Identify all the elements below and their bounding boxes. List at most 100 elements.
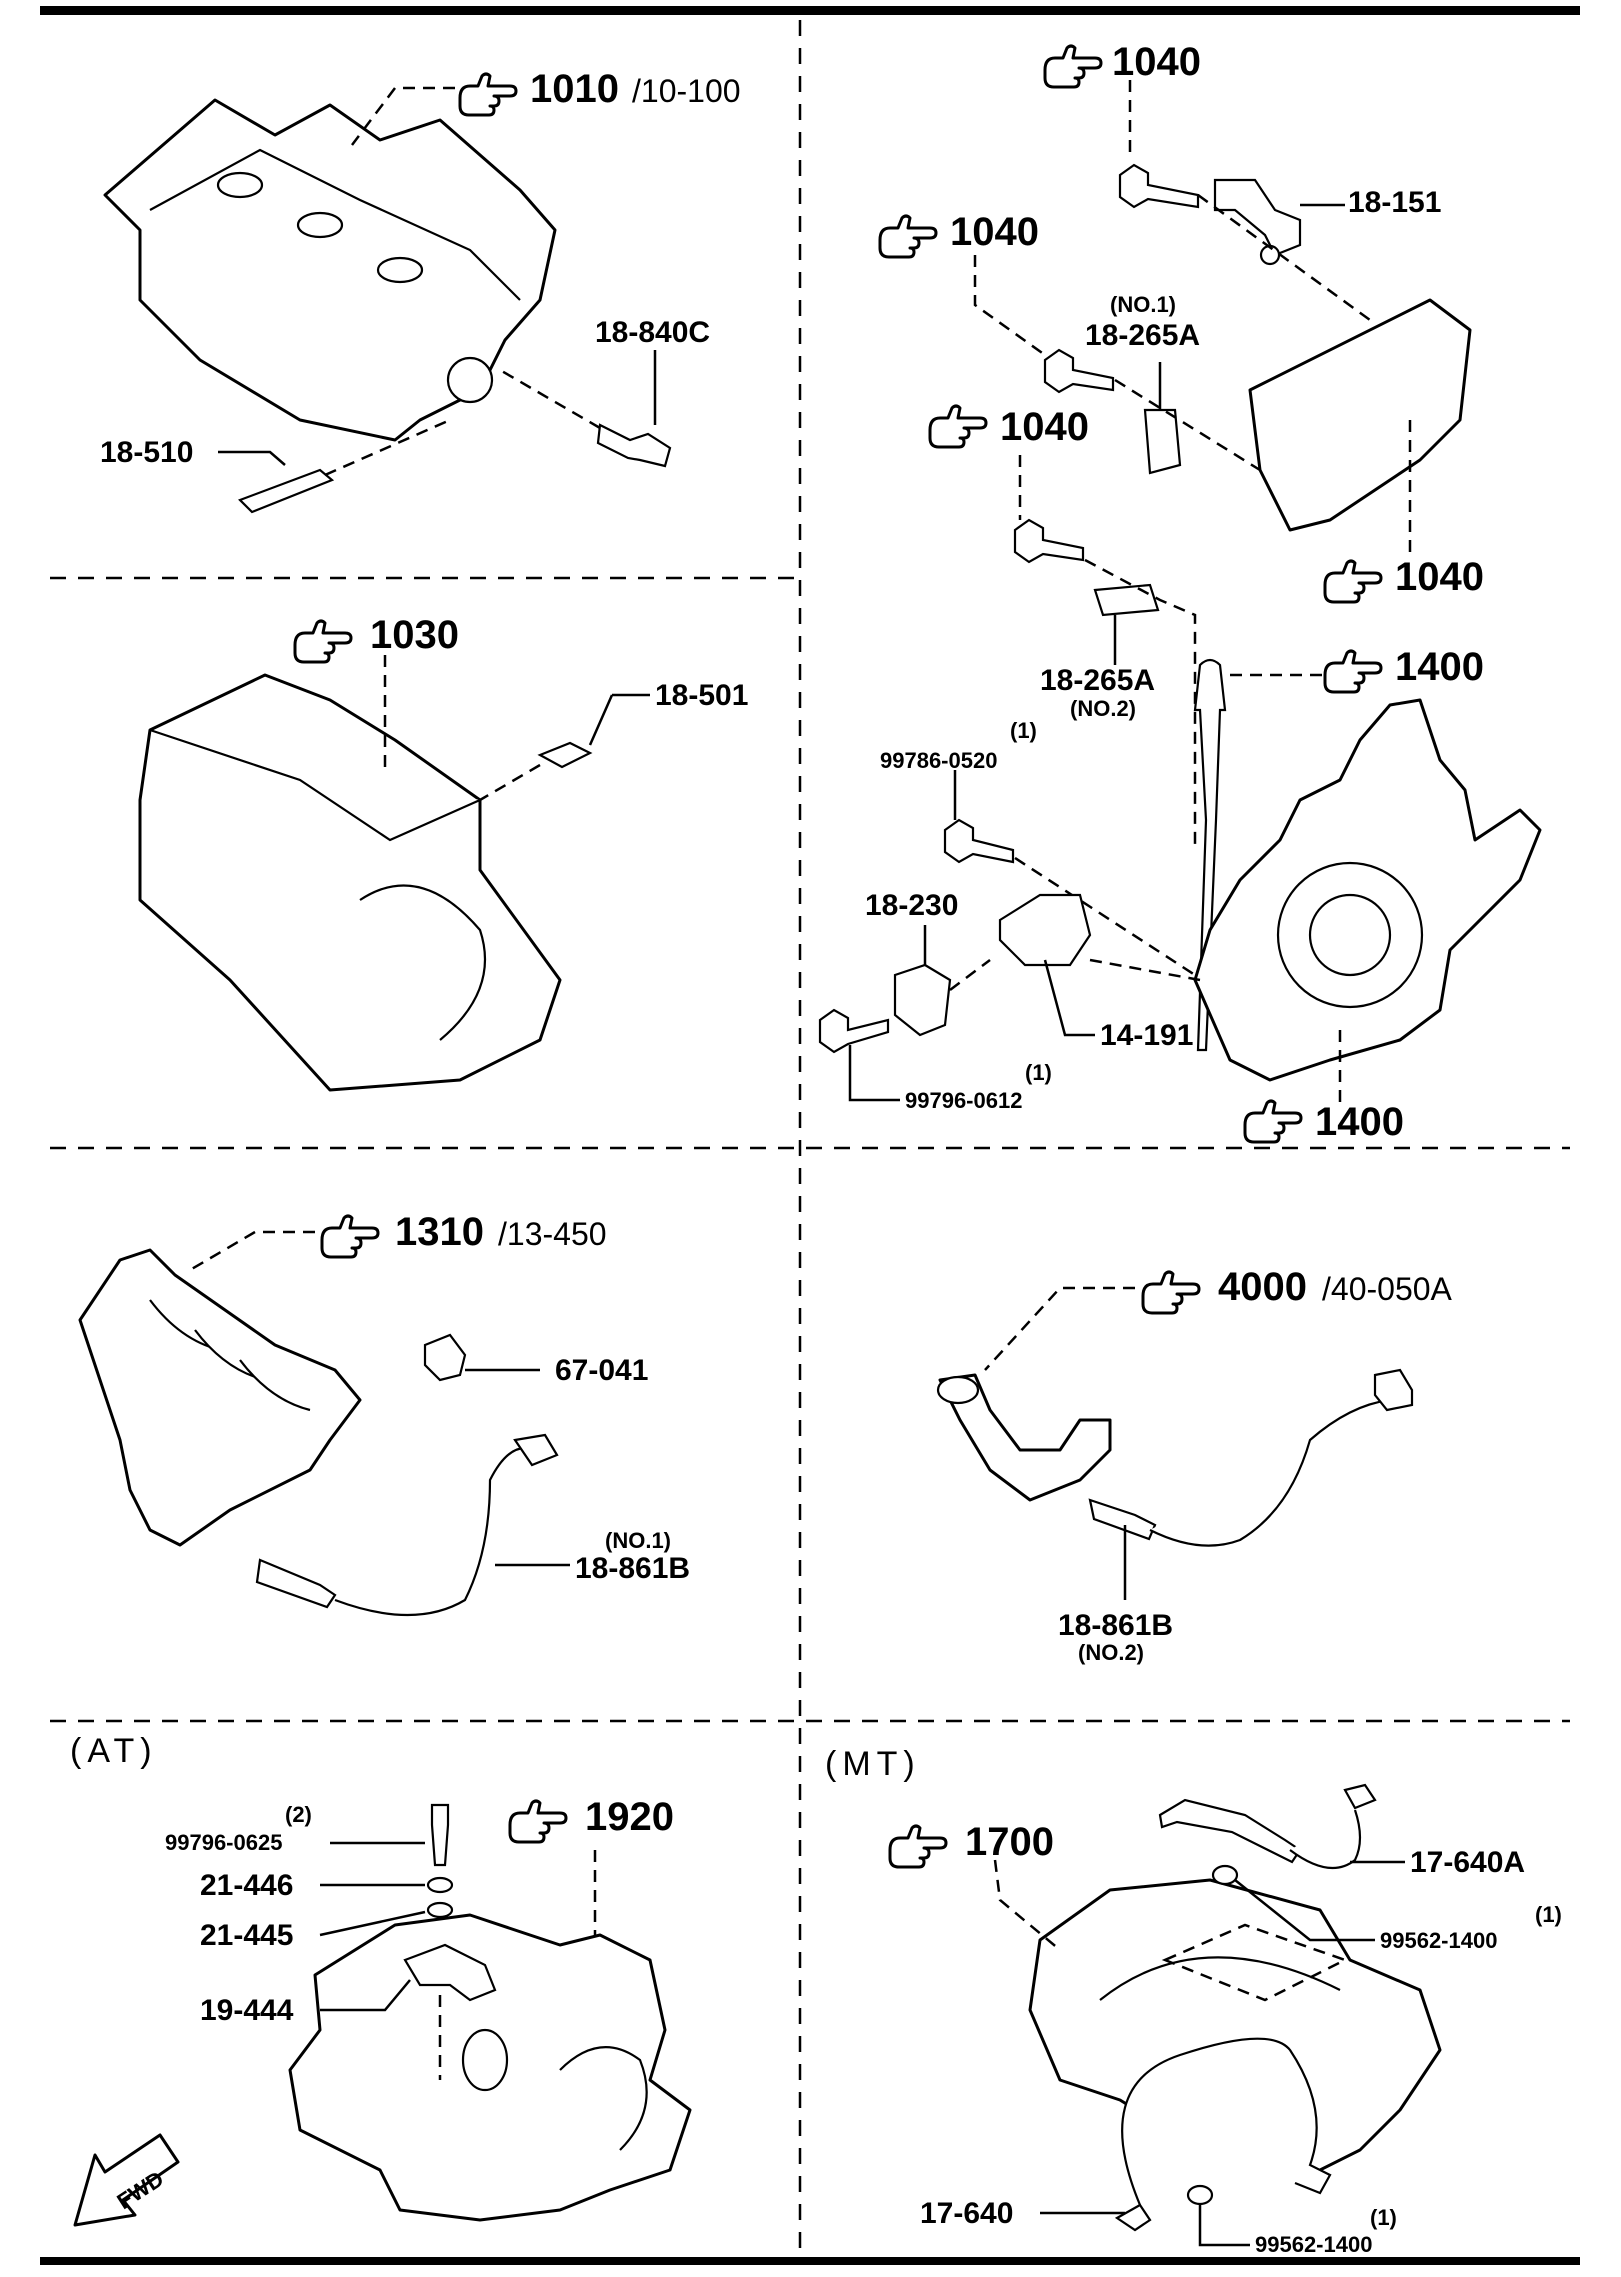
section-at: (AT): [70, 1732, 158, 1770]
washer-21-446: [426, 1876, 454, 1894]
ref-4000: 4000: [1218, 1265, 1307, 1309]
sensor-18-501: [537, 741, 593, 769]
leader-18-501-dash: [479, 763, 541, 802]
connector-17-640A: [1343, 1783, 1377, 1810]
leader-99562-1400-b: [1198, 2205, 1250, 2247]
sensor-18-510: [238, 468, 335, 514]
mt-panel: (MT) 1700 17-640A (1) 99562-1400 17-640 …: [825, 1745, 1562, 2257]
label-18-861B-no1-note: (NO.1): [605, 1528, 671, 1553]
leader-18-510-dash: [324, 418, 451, 477]
bracket-18-151: [1213, 178, 1302, 257]
sensor-19-444: [403, 1943, 497, 2002]
ref-1010: 1010: [530, 67, 619, 111]
leader-1700: [993, 1859, 1061, 1951]
leader-bracket-no1-dash: [1114, 378, 1261, 472]
o2-connector-no1: [513, 1433, 559, 1467]
ref-1040-a: 1040: [1112, 40, 1201, 84]
o2-sensor-18-861B-no1: [255, 1558, 337, 1609]
block-bore: [359, 884, 487, 1041]
label-21-445: 21-445: [200, 1919, 293, 1952]
cam-hole-3: [376, 256, 424, 284]
leader-99786-0520-dash: [1014, 856, 1196, 977]
leader-18-501: [588, 693, 650, 746]
label-18-510: 18-510: [100, 436, 193, 469]
ref-1030: 1030: [370, 613, 459, 657]
top-border: [40, 6, 1580, 15]
ref-hand-icon: [1323, 559, 1383, 604]
bracket-14-191: [998, 893, 1092, 967]
section-mt: (MT): [825, 1745, 921, 1783]
sensor-18-230: [893, 963, 952, 1037]
label-99562-1400-b-qty: (1): [1370, 2205, 1397, 2230]
bottom-border: [40, 2257, 1580, 2265]
label-99796-0612: 99796-0612: [905, 1088, 1022, 1113]
leader-14-191-dash: [1089, 958, 1201, 982]
label-18-265A-no1-note: (NO.1): [1110, 292, 1176, 317]
ref-1040-b: 1040: [950, 210, 1039, 254]
label-14-191: 14-191: [1100, 1019, 1193, 1052]
bracket-18-265A-no2: [1093, 583, 1160, 617]
leader-19-444: [320, 1979, 411, 2012]
o2-wire-no1: [334, 1446, 536, 1617]
label-99786-0520-qty: (1): [1010, 718, 1037, 743]
head-port: [446, 356, 494, 404]
upper-timing-cover: [1248, 298, 1472, 532]
cover-lip: [1249, 299, 1431, 391]
pump-inner-ring: [1308, 893, 1392, 977]
ref-1040-c: 1040: [1000, 405, 1089, 449]
clip-67-041: [423, 1333, 467, 1382]
switch-17-640A: [1158, 1798, 1302, 1864]
cylinder-block-panel: 1030 18-501: [138, 613, 748, 1092]
ref-1920: 1920: [585, 1795, 674, 1839]
o2-connector-no2: [1373, 1368, 1414, 1412]
o2-sensor-18-861B-no2: [1088, 1498, 1157, 1541]
label-19-444: 19-444: [200, 1994, 294, 2027]
bolt-1040-middle: [1043, 348, 1115, 394]
bolt-99796-0625: [430, 1803, 450, 1867]
ref-1010-sub: /10-100: [632, 73, 741, 109]
label-17-640: 17-640: [920, 2197, 1013, 2230]
label-67-041: 67-041: [555, 1354, 648, 1387]
block-deck: [149, 728, 481, 842]
washer-21-445: [426, 1901, 454, 1919]
bolt-1040-top: [1118, 163, 1200, 209]
fwd-arrow: FWD: [73, 2133, 180, 2227]
o2-wire-no2: [1149, 1398, 1391, 1547]
leader-99562-1400-a: [1234, 1879, 1375, 1942]
ref-hand-icon: [888, 1824, 948, 1869]
cam-hole-2: [296, 211, 344, 239]
ref-hand-icon: [458, 72, 518, 117]
bolt-1040-lower: [1013, 518, 1085, 564]
cam-hole-1: [216, 171, 264, 199]
ref-1700: 1700: [965, 1820, 1054, 1864]
leader-21-445: [319, 1910, 426, 1937]
mt-case-ribs: [1099, 1956, 1341, 2001]
ref-1310: 1310: [395, 1210, 484, 1254]
bracket-18-265A-no1: [1143, 408, 1182, 475]
label-99796-0625-qty: (2): [285, 1802, 312, 1827]
timing-panel: 1040 18-151 1040 1040 (NO.1) 18-265A 104…: [818, 40, 1542, 1144]
ref-hand-icon: [1141, 1270, 1201, 1315]
fwd-arrow-icon: [73, 2133, 180, 2227]
label-18-861B-no2: 18-861B: [1058, 1609, 1173, 1642]
label-99786-0520: 99786-0520: [880, 748, 997, 773]
leader-18-510: [218, 450, 286, 466]
washer-99562-1400-a: [1211, 1864, 1239, 1886]
sensor-18-840C: [596, 423, 672, 468]
leader-18-230-dash: [949, 959, 991, 991]
ref-4000-sub: /40-050A: [1322, 1271, 1453, 1307]
ref-hand-icon: [508, 1799, 568, 1844]
bolt-99796-0612: [818, 1008, 890, 1054]
ref-1400-b: 1400: [1315, 1100, 1404, 1144]
wire-17-640A: [1289, 1809, 1362, 1870]
label-18-151: 18-151: [1348, 186, 1441, 219]
leader-1040-b: [973, 255, 1046, 357]
label-18-265A-no1: 18-265A: [1085, 319, 1200, 352]
ref-hand-icon: [928, 404, 988, 449]
label-18-861B-no1: 18-861B: [575, 1552, 690, 1585]
ref-hand-icon: [1243, 1099, 1303, 1144]
intake-manifold-drawing: [78, 1248, 362, 1547]
ref-hand-icon: [320, 1214, 380, 1259]
label-18-265A-no2-note: (NO.2): [1070, 696, 1136, 721]
